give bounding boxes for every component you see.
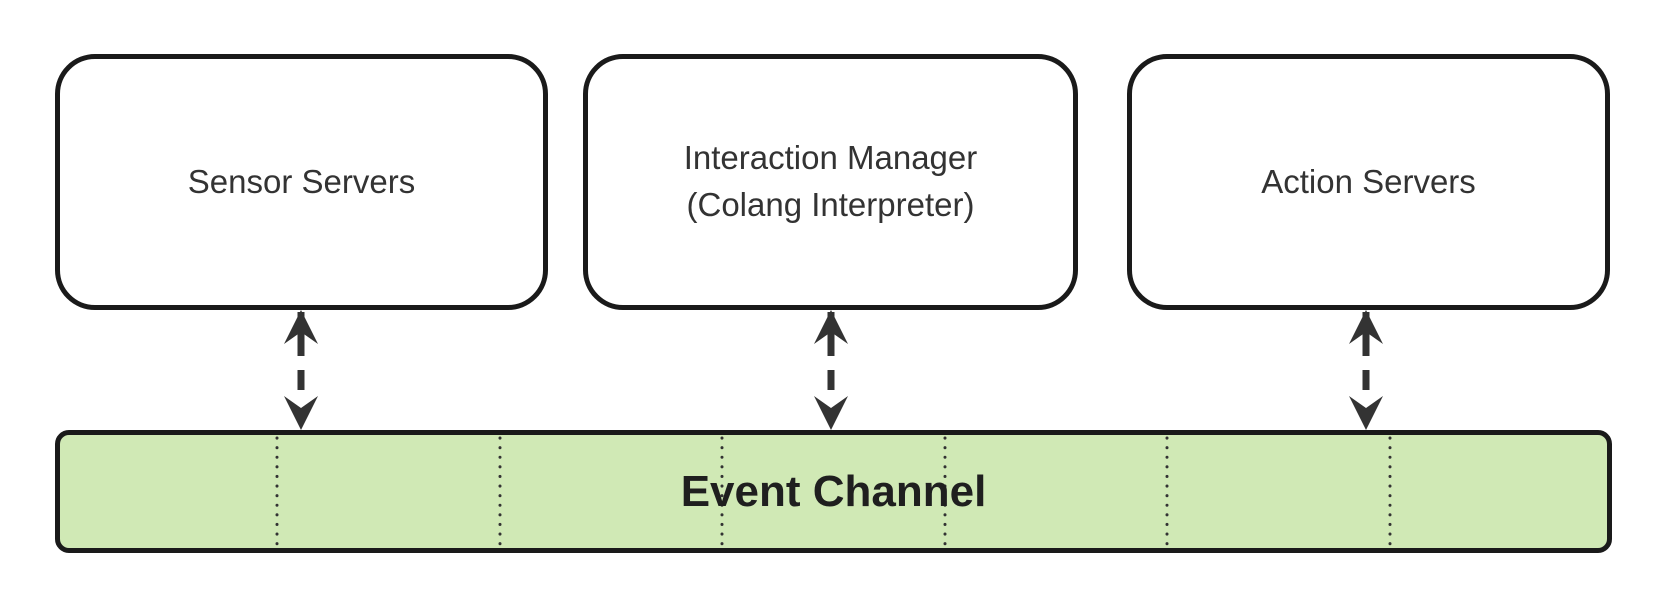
event-channel-bar bbox=[55, 430, 1612, 553]
event-channel-label: Event Channel bbox=[680, 466, 987, 516]
node-action-servers: Action Servers bbox=[1127, 54, 1610, 310]
arrowhead-up-icon bbox=[284, 310, 318, 344]
node-label-sensor-servers: Sensor Servers bbox=[187, 162, 416, 200]
arrowhead-down-icon bbox=[814, 396, 848, 430]
node-label-action-servers: Action Servers bbox=[1261, 162, 1476, 200]
dashed-arrow-sensor-to-bus bbox=[284, 310, 318, 430]
node-interaction-manager: Interaction Manager (Colang Interpreter) bbox=[583, 54, 1078, 310]
dashed-arrow-action-to-bus bbox=[1349, 310, 1383, 430]
node-sensor-servers: Sensor Servers bbox=[55, 54, 548, 310]
arrowhead-up-icon bbox=[1349, 310, 1383, 344]
dashed-arrow-manager-to-bus bbox=[814, 310, 848, 430]
node-label-interaction-manager: Interaction Manager (Colang Interpreter) bbox=[683, 139, 978, 223]
arrowhead-down-icon bbox=[1349, 396, 1383, 430]
arrowhead-down-icon bbox=[284, 396, 318, 430]
arrowhead-up-icon bbox=[814, 310, 848, 344]
